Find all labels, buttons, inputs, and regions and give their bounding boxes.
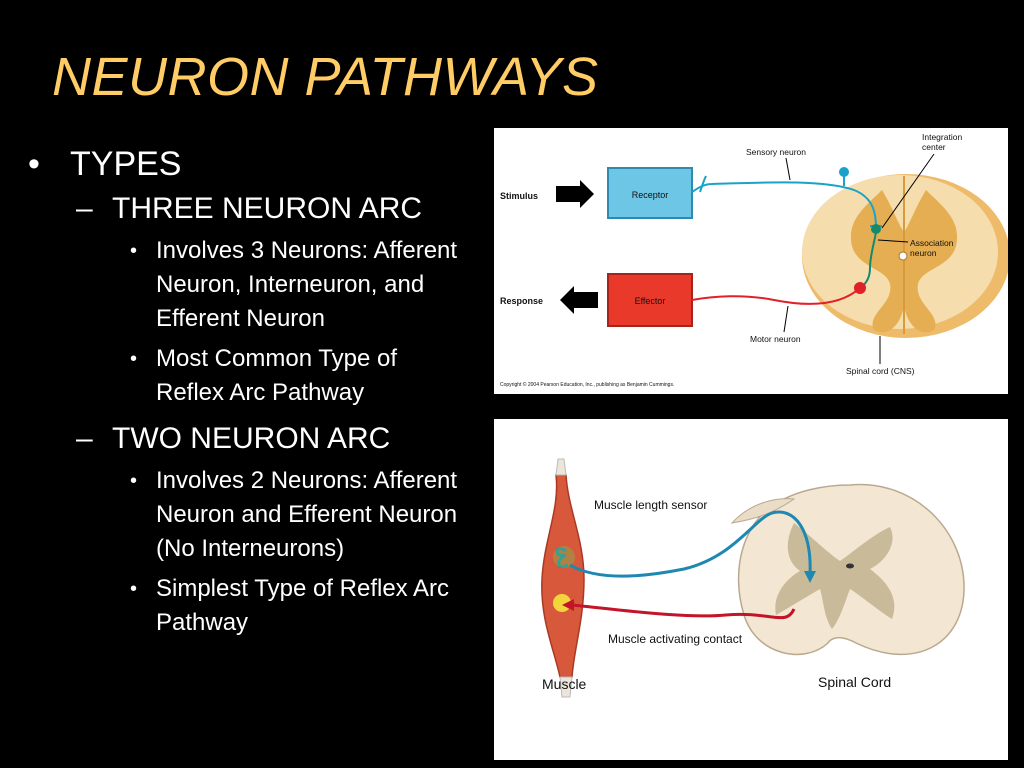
motor-neuron-label: Motor neuron bbox=[750, 334, 801, 344]
three-arc-point-2-text: Most Common Type of Reflex Arc Pathway bbox=[156, 345, 397, 406]
central-canal bbox=[846, 563, 854, 569]
spinal-cord-section bbox=[730, 483, 965, 656]
motor-arrowhead-icon bbox=[562, 599, 574, 611]
association-neuron-leader bbox=[877, 239, 909, 243]
stimulus-label: Stimulus bbox=[500, 191, 538, 201]
three-arc-point-1-text: Involves 3 Neurons: Afferent Neuron, Int… bbox=[156, 237, 458, 332]
muscle-activating-contact-label: Muscle activating contact bbox=[608, 632, 743, 646]
receptor-box bbox=[607, 167, 693, 219]
dash-marker: – bbox=[76, 422, 93, 455]
bullet-types-label: TYPES bbox=[70, 145, 182, 183]
central-canal bbox=[898, 251, 908, 261]
integration-center-label-1: Integration bbox=[922, 132, 962, 142]
three-arc-point-1: • Involves 3 Neurons: Afferent Neuron, I… bbox=[26, 234, 486, 336]
bullet-marker: • bbox=[130, 240, 138, 262]
sensory-path bbox=[569, 510, 812, 578]
receptor-label: Receptor bbox=[632, 190, 669, 200]
bullet-marker: • bbox=[28, 145, 40, 183]
muscle-sensor-coil-icon bbox=[555, 547, 569, 569]
motor-path bbox=[571, 603, 796, 620]
two-neuron-arc-diagram: Muscle length sensor Muscle activating c… bbox=[494, 419, 1008, 760]
activation-glow bbox=[553, 594, 571, 612]
two-arc-point-1-text: Involves 2 Neurons: Afferent Neuron and … bbox=[156, 467, 458, 562]
two-neuron-arc-svg: Muscle length sensor Muscle activating c… bbox=[541, 458, 965, 698]
two-arc-point-1: • Involves 2 Neurons: Afferent Neuron an… bbox=[26, 464, 486, 566]
sub-bullet-two-neuron-arc: – TWO NEURON ARC bbox=[26, 420, 486, 458]
motor-neuron-path bbox=[691, 287, 861, 305]
integration-center-leader bbox=[881, 153, 935, 229]
bullet-list: • TYPES – THREE NEURON ARC • Involves 3 … bbox=[26, 142, 486, 640]
receptor-dendrite bbox=[699, 175, 707, 193]
spinal-cord-cross-section bbox=[802, 174, 1008, 338]
muscle-length-sensor-label: Muscle length sensor bbox=[594, 498, 707, 512]
effector-box bbox=[607, 273, 693, 327]
association-neuron-label-1: Association bbox=[910, 238, 954, 248]
bullet-types: • TYPES bbox=[26, 142, 486, 186]
muscle-label: Muscle bbox=[542, 676, 587, 692]
two-arc-point-2: • Simplest Type of Reflex Arc Pathway bbox=[26, 572, 486, 640]
stimulus-arrow-icon bbox=[556, 180, 594, 208]
two-neuron-arc-heading: TWO NEURON ARC bbox=[112, 422, 391, 455]
sensory-ganglion bbox=[839, 167, 849, 177]
three-neuron-arc-heading: THREE NEURON ARC bbox=[112, 192, 423, 225]
muscle-tendon-bottom bbox=[559, 676, 573, 698]
spinal-cord-label: Spinal Cord bbox=[818, 674, 891, 690]
association-neuron-label-2: neuron bbox=[910, 248, 937, 258]
sub-bullet-three-neuron-arc: – THREE NEURON ARC bbox=[26, 190, 486, 228]
integration-center-label-2: center bbox=[922, 142, 946, 152]
sensor-glow bbox=[553, 546, 575, 568]
sensory-neuron-label: Sensory neuron bbox=[746, 147, 806, 157]
sensory-arrowhead-icon bbox=[804, 571, 816, 583]
muscle-tendon-top bbox=[555, 458, 567, 476]
dorsal-root bbox=[730, 498, 796, 524]
dash-marker: – bbox=[76, 192, 93, 225]
three-arc-point-2: • Most Common Type of Reflex Arc Pathway bbox=[26, 342, 486, 410]
response-label: Response bbox=[500, 296, 543, 306]
three-neuron-arc-diagram: Receptor Effector Stimulus Response Sens… bbox=[494, 128, 1008, 394]
sensory-neuron-leader bbox=[785, 157, 791, 181]
copyright-text: Copyright © 2004 Pearson Education, Inc.… bbox=[500, 381, 674, 388]
muscle-belly bbox=[541, 474, 585, 678]
motor-neuron-leader bbox=[783, 305, 789, 333]
bullet-marker: • bbox=[130, 470, 138, 492]
association-neuron-path bbox=[859, 231, 877, 289]
response-arrow-icon bbox=[560, 286, 598, 314]
bullet-marker: • bbox=[130, 578, 138, 600]
gray-matter bbox=[775, 523, 895, 629]
three-neuron-arc-svg: Receptor Effector Stimulus Response Sens… bbox=[500, 132, 1008, 388]
spinal-cord-label: Spinal cord (CNS) bbox=[846, 366, 915, 376]
effector-label: Effector bbox=[635, 296, 666, 306]
two-arc-point-2-text: Simplest Type of Reflex Arc Pathway bbox=[156, 575, 450, 636]
slide-title: NEURON PATHWAYS bbox=[52, 47, 599, 107]
muscle bbox=[541, 458, 585, 698]
bullet-marker: • bbox=[130, 348, 138, 370]
association-neuron-body bbox=[871, 224, 881, 234]
